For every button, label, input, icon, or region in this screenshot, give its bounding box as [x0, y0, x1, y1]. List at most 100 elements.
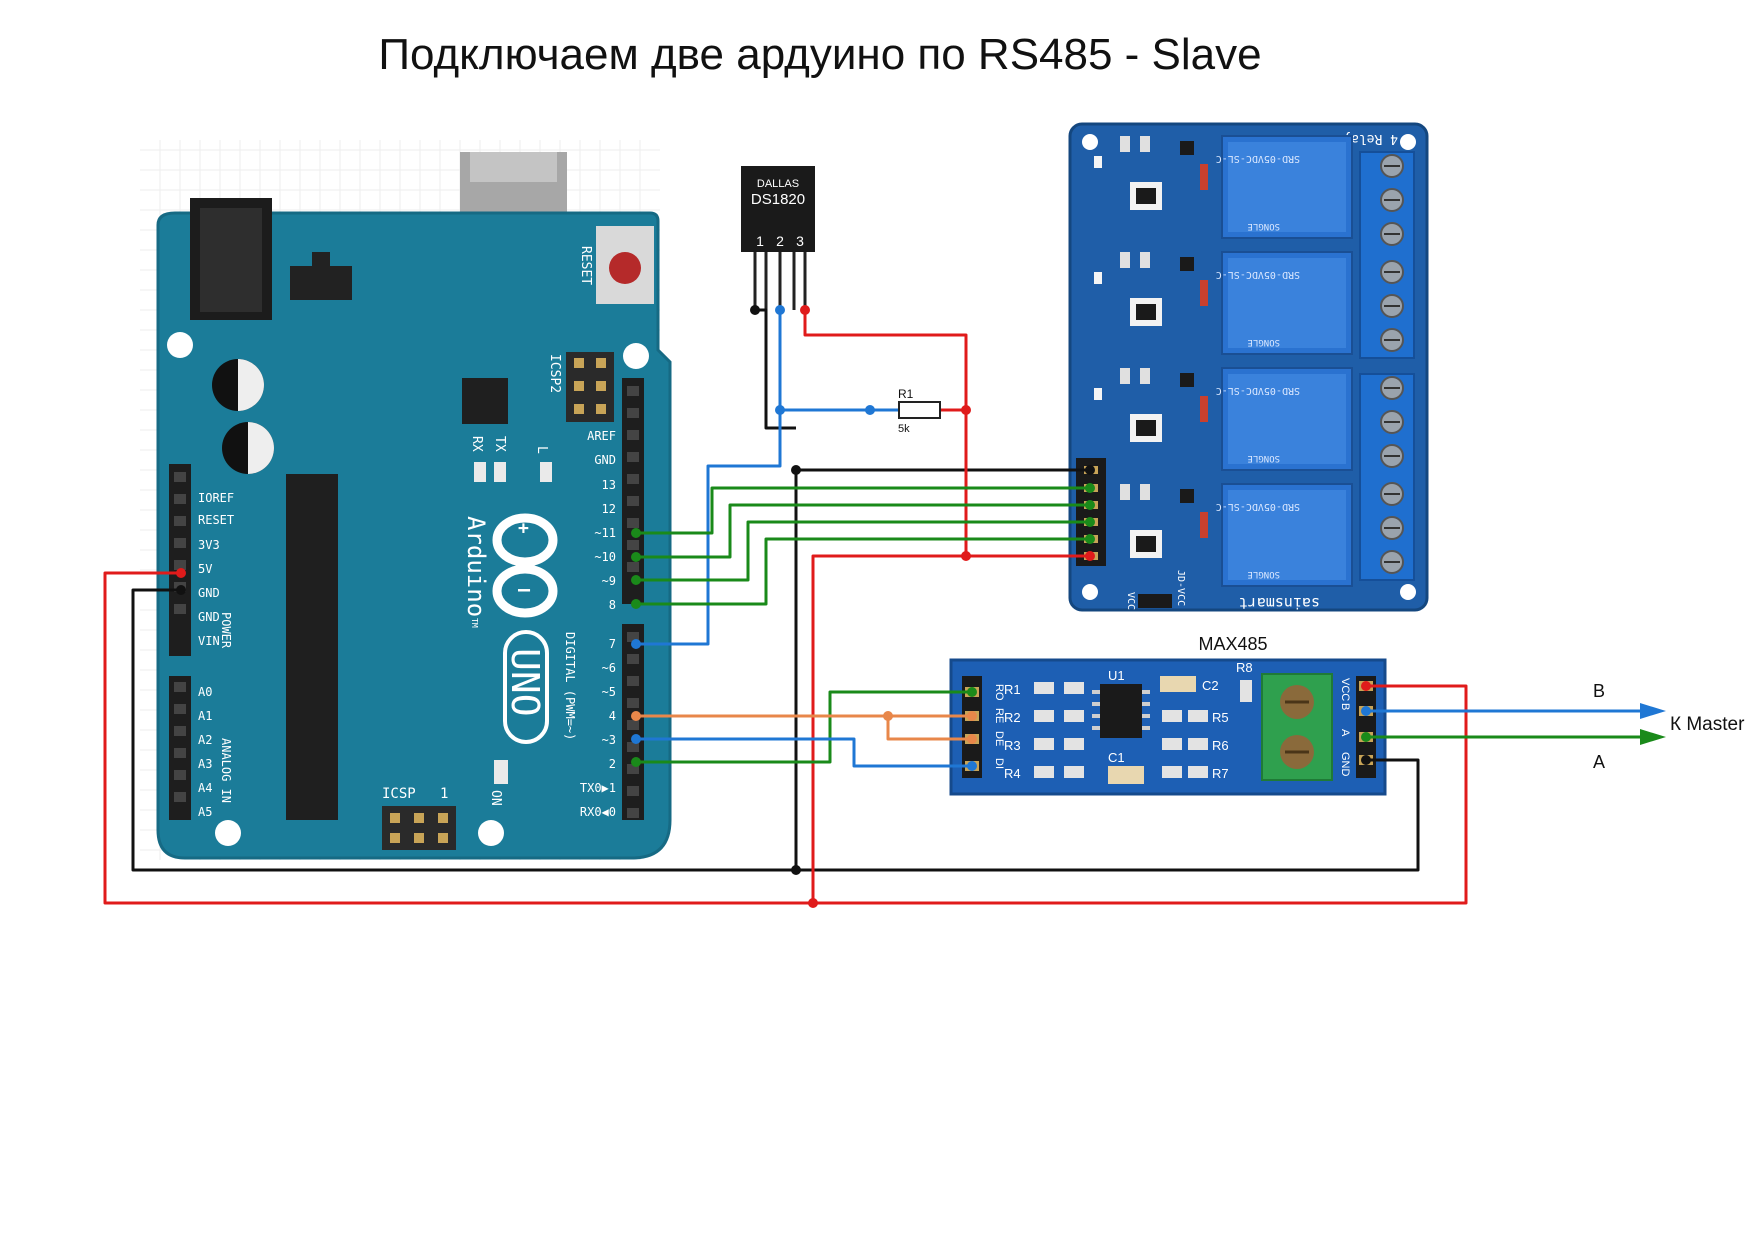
smd-resistor — [1064, 710, 1084, 722]
power-pin-label: 3V3 — [198, 538, 220, 552]
pin-hole — [174, 770, 186, 780]
pin-hole — [174, 604, 186, 614]
analog-pin-label: A1 — [198, 709, 212, 723]
c2-label: C2 — [1202, 678, 1219, 693]
wire-onewire-data — [778, 310, 899, 412]
pin-hole — [627, 408, 639, 418]
relay-components — [1094, 136, 1208, 558]
indicator-led — [1094, 272, 1102, 284]
wire-relay-in2 — [636, 503, 1090, 559]
digital-pin-label: ~3 — [602, 733, 616, 747]
icsp-header — [382, 806, 456, 850]
max485-right-pin-label: GND — [1339, 752, 1351, 777]
smd-resistor — [1120, 136, 1130, 152]
diagram-title: Подключаем две ардуино по RS485 - Slave — [378, 30, 1262, 79]
arduino-brand-label: Arduino — [462, 516, 490, 617]
uno-badge — [503, 630, 549, 744]
analog-pin-label: A4 — [198, 781, 212, 795]
sensor-pin3-label: 3 — [796, 233, 804, 249]
pin-hole — [627, 698, 639, 708]
pin-hole — [627, 430, 639, 440]
diode — [1200, 280, 1208, 306]
resistor-value: 5k — [898, 423, 910, 435]
digital-pin-label: ~11 — [594, 526, 616, 540]
wire-ro — [636, 737, 972, 768]
smd-resistor — [1034, 766, 1054, 778]
max485-chip — [1100, 684, 1142, 738]
pin-holes — [174, 386, 639, 818]
capacitor — [222, 422, 274, 474]
rx-label: RX — [469, 436, 484, 452]
relay-pin-label: IN1 — [1048, 485, 1064, 495]
smd-resistor — [1140, 136, 1150, 152]
resistor-label: R3 — [1004, 738, 1021, 753]
wire-gnd — [131, 588, 1420, 872]
optocoupler-body — [1136, 536, 1156, 552]
icsp2-header — [566, 352, 614, 422]
pin-hole — [174, 494, 186, 504]
relay-face — [1228, 258, 1346, 348]
pin-hole — [174, 560, 186, 570]
sensor-pin1-label: 1 — [756, 233, 764, 249]
relay-pin-label: IN2 — [1048, 502, 1064, 512]
l-led — [540, 462, 552, 482]
relay-model-label: SRD-05VDC-SL-C — [1216, 385, 1300, 396]
pin-hole — [627, 808, 639, 818]
analog-pin-label: A5 — [198, 805, 212, 819]
relay-brand-label: SONGLE — [1247, 337, 1280, 347]
digital-pin-label: ~6 — [602, 661, 616, 675]
power-pin-label: GND — [198, 610, 220, 624]
relay-input-header — [1076, 458, 1106, 566]
smd-resistor — [1240, 680, 1252, 702]
pin-hole — [627, 386, 639, 396]
rx-led — [474, 462, 486, 482]
resistor-name: R1 — [898, 387, 914, 401]
smd-resistor — [1162, 738, 1182, 750]
pin-hole — [174, 472, 186, 482]
digital-pin-label: ~10 — [594, 550, 616, 564]
max485-right-pin-label: B — [1339, 703, 1351, 710]
smd-resistor — [1120, 252, 1130, 268]
relay-brand-label: SONGLE — [1247, 569, 1280, 579]
relay-pin-label: GND — [1048, 467, 1064, 477]
diode — [1200, 512, 1208, 538]
capacitor — [212, 359, 264, 411]
mounting-hole — [215, 820, 241, 846]
pin-hole — [174, 538, 186, 548]
bus-target-label: К Master — [1670, 714, 1745, 735]
on-label: ON — [488, 790, 503, 806]
indicator-led — [1094, 388, 1102, 400]
relay-face — [1228, 490, 1346, 580]
power-pin-label: GND — [198, 586, 220, 600]
optocoupler-body — [1136, 420, 1156, 436]
max485-left-pin-label: RE — [993, 708, 1005, 723]
vcc-jumper — [1138, 594, 1172, 608]
reset-label: RESET — [578, 246, 593, 285]
terminal-block — [1359, 151, 1415, 359]
indicator-led — [1094, 156, 1102, 168]
relay-face — [1228, 142, 1346, 232]
digital-pin-label: 12 — [602, 502, 616, 516]
usb-chip — [462, 378, 508, 424]
relay-brand-label: SONGLE — [1247, 453, 1280, 463]
wire-5v-relay — [811, 554, 1090, 903]
pin-hole — [174, 748, 186, 758]
wires — [103, 308, 1640, 905]
pin-hole — [627, 720, 639, 730]
smd-resistor — [1064, 738, 1084, 750]
bus-b-arrow-icon — [1640, 703, 1666, 719]
transistor — [1180, 489, 1194, 503]
max485-title: MAX485 — [1198, 634, 1267, 654]
digital-pin-label: TX0▶1 — [580, 781, 616, 795]
relay-face — [1228, 374, 1346, 464]
voltage-regulator — [290, 266, 352, 300]
svg-text:+: + — [518, 518, 529, 539]
optocoupler-body — [1136, 188, 1156, 204]
resistor-label: R2 — [1004, 710, 1021, 725]
smd-resistor — [1034, 738, 1054, 750]
wire-relay-in4 — [636, 537, 1090, 606]
max485-left-pin-label: RO — [993, 684, 1005, 701]
